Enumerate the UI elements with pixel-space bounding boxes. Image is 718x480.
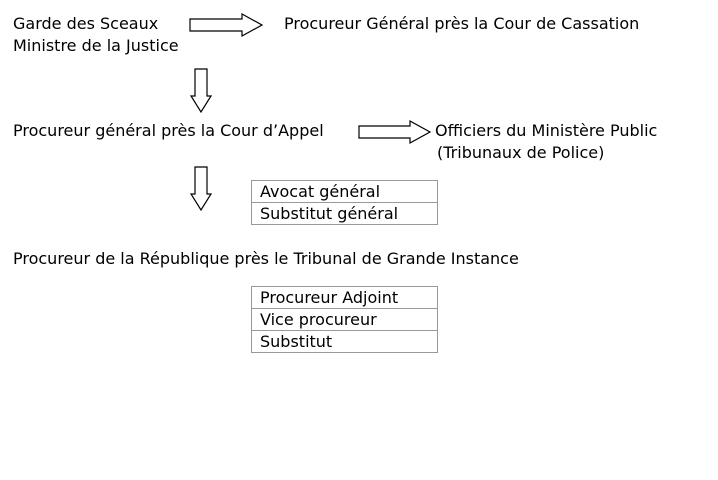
- substitut-general-cell: Substitut général: [251, 202, 438, 225]
- procureur-adjoint-cell: Procureur Adjoint: [251, 286, 438, 309]
- right-arrow-icon: [358, 119, 432, 145]
- vice-procureur-cell: Vice procureur: [251, 308, 438, 331]
- right-arrow-icon: [189, 12, 264, 38]
- list-item: Avocat général: [251, 180, 438, 203]
- garde-des-sceaux-label: Garde des Sceaux: [13, 14, 159, 33]
- down-arrow-icon: [189, 166, 213, 212]
- substitut-cell: Substitut: [251, 330, 438, 353]
- down-arrow-icon: [189, 68, 213, 114]
- appel-subordinates-box: Avocat général Substitut général: [251, 180, 438, 225]
- republique-subordinates-box: Procureur Adjoint Vice procureur Substit…: [251, 286, 438, 353]
- avocat-general-cell: Avocat général: [251, 180, 438, 203]
- list-item: Substitut: [251, 330, 438, 353]
- procureur-cassation-label: Procureur Général près la Cour de Cassat…: [284, 14, 640, 33]
- procureur-appel-label: Procureur général près la Cour d’Appel: [13, 121, 324, 140]
- ministre-justice-label: Ministre de la Justice: [13, 36, 179, 55]
- list-item: Substitut général: [251, 202, 438, 225]
- procureur-republique-label: Procureur de la République près le Tribu…: [13, 249, 519, 268]
- officiers-ministere-public-label: Officiers du Ministère Public: [435, 121, 658, 140]
- list-item: Vice procureur: [251, 308, 438, 331]
- tribunaux-police-label: (Tribunaux de Police): [437, 143, 605, 162]
- list-item: Procureur Adjoint: [251, 286, 438, 309]
